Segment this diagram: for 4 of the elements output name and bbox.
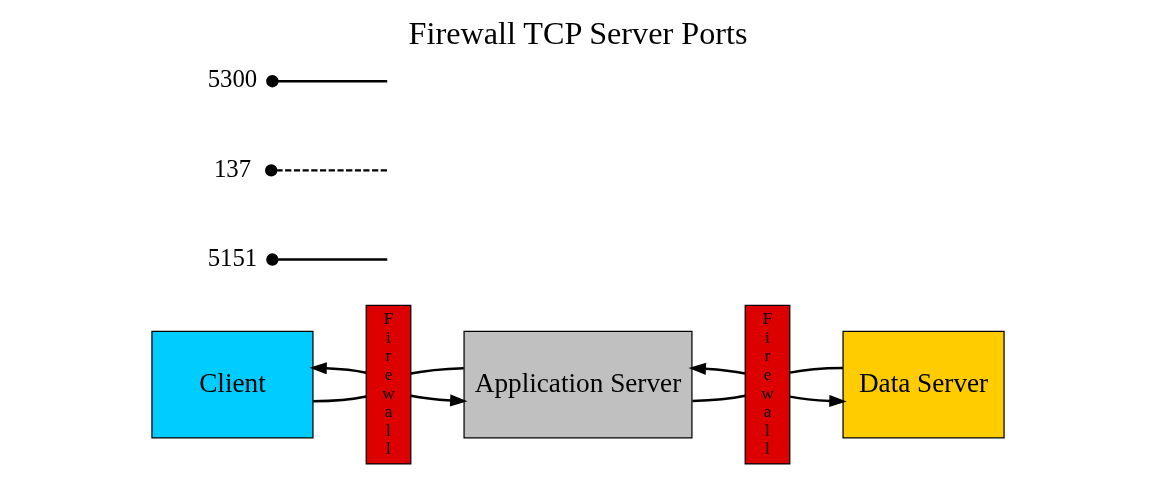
node-text: 5300 — [207, 65, 258, 93]
diagram-title: Firewall TCP Server Ports — [408, 14, 748, 51]
node-text: 137 — [213, 154, 252, 182]
node-text: 5151 — [207, 243, 258, 271]
